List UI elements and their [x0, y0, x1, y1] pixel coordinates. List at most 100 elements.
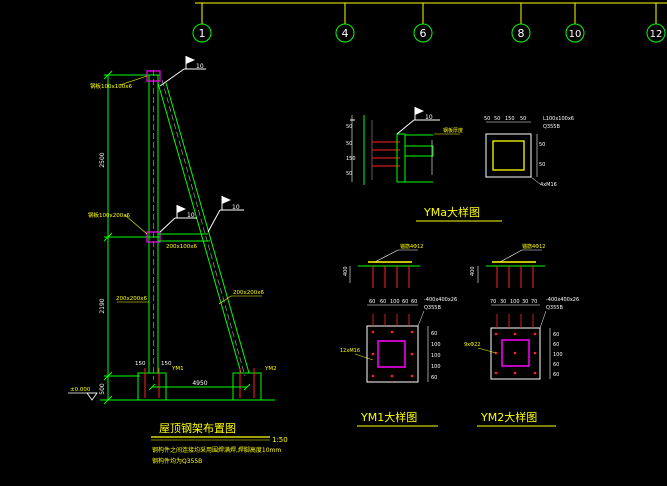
label-mid-plate: 钢板100x200x6 [88, 211, 131, 219]
label-column: 200x200x6 [116, 296, 148, 302]
elevation-note-2: 钢构件均为Q355B [152, 457, 202, 465]
ym2-top-dim-5: 70 [531, 299, 537, 305]
axis-label-4: 4 [342, 27, 349, 40]
ym2-side-dim-2: 60 [553, 342, 559, 348]
label-base-ym1: YM1 [171, 366, 184, 372]
ym1-plate-grade: Q355B [424, 305, 441, 311]
yma-plate-label: L100x100x6 [543, 116, 574, 122]
yma-detail: 10 50 50 150 50 钢板厚度 50 50 150 50 50 50 … [346, 107, 574, 222]
yma-plate-dim-4: 50 [520, 116, 526, 122]
ym2-top-dim-1: 70 [490, 299, 496, 305]
ym2-side-dim-4: 60 [553, 362, 559, 368]
weld-flag-brace: 10 [207, 196, 244, 233]
yma-plate-dim-2: 50 [494, 116, 500, 122]
axis-label-8: 8 [518, 27, 525, 40]
axis-label-1: 1 [199, 27, 206, 40]
yma-dim-1: 50 [346, 124, 352, 130]
ym1-elevation-view [349, 249, 420, 288]
elevation-scale: 1:50 [272, 436, 288, 444]
dim-2500: 2500 [99, 152, 106, 167]
ym2-side-dim-1: 60 [553, 332, 559, 338]
ym1-side-dim-5: 60 [431, 375, 437, 381]
label-base-dim-mid: 150 [161, 361, 172, 367]
ym2-side-dim-5: 60 [553, 372, 559, 378]
yma-note: 钢板厚度 [443, 127, 463, 134]
ym1-top-dim-5: 60 [411, 299, 417, 305]
span-dimension [148, 383, 251, 391]
elevation-dimension-line [103, 70, 160, 405]
label-brace: 200x100x6 [166, 244, 198, 250]
ym1-plate-plan [366, 304, 429, 383]
ym1-side-dim-2: 100 [431, 342, 441, 348]
ym2-height-dim: 400 [470, 266, 476, 276]
dim-span: 4950 [192, 380, 207, 387]
ym2-anchor-label: 锚筋4Φ12 [522, 243, 545, 250]
yma-plate-dim-3: 150 [505, 116, 515, 122]
weld-flag-top: 10 [159, 56, 206, 87]
yma-plate-side-1: 50 [539, 142, 545, 148]
ground-elevation-value: ±0.000 [70, 387, 91, 393]
weld-size-brace: 10 [232, 204, 240, 211]
yma-section-view [350, 115, 434, 185]
ym1-side-dim-4: 100 [431, 364, 441, 370]
yma-weld-flag: 10 [396, 107, 440, 135]
yma-plate-side-2: 50 [539, 162, 545, 168]
ym2-side-dim-3: 100 [553, 352, 563, 358]
label-diagonal: 200x200x6 [233, 290, 265, 296]
mid-connection-plate [146, 231, 161, 243]
yma-weld-size: 10 [425, 114, 433, 121]
axis-grid-header: 1 4 6 8 10 12 [192, 2, 667, 43]
ym1-side-dim-1: 60 [431, 331, 437, 337]
ym1-top-dim-3: 100 [390, 299, 400, 305]
dim-2190: 2190 [99, 298, 106, 313]
axis-label-6: 6 [420, 27, 427, 40]
weld-flag-mid: 10 [159, 205, 197, 233]
ym2-bolt-label: 9xΦ22 [464, 342, 480, 348]
yma-plate-grade: Q355B [543, 124, 560, 130]
label-base-dim-left: 150 [135, 361, 146, 367]
ym1-top-dim-4: 60 [402, 299, 408, 305]
axis-bubble-4: 4 [335, 3, 355, 43]
ym1-top-dim-1: 60 [369, 299, 375, 305]
ym1-detail: 锚筋4Φ12 400 60 60 100 60 60 -400x400x26 Q… [340, 243, 457, 427]
axis-bubble-10: 10 [565, 3, 585, 43]
dim-500: 500 [99, 383, 106, 395]
ym1-side-dim-3: 100 [431, 353, 441, 359]
label-top-plate: 钢板100x100x6 [90, 82, 133, 90]
frame-elevation: 2500 2190 500 [68, 56, 288, 465]
ym1-plate-label: -400x400x26 [424, 297, 457, 303]
ym1-title: YM1大样图 [360, 410, 417, 424]
ym2-elevation-view [477, 249, 545, 288]
ym2-plate-plan [490, 304, 551, 380]
label-base-ym2: YM2 [264, 366, 277, 372]
weld-size-mid: 10 [187, 212, 195, 219]
ym2-title: YM2大样图 [480, 410, 537, 424]
ground-elevation-tag: ±0.000 [68, 387, 98, 401]
diagonal-strut [157, 79, 250, 377]
axis-bubble-12: 12 [646, 3, 666, 43]
ym2-top-dim-3: 100 [510, 299, 520, 305]
axis-label-10: 10 [569, 29, 582, 40]
ym2-plate-label: -400x400x26 [546, 297, 579, 303]
elevation-title: 屋顶钢架布置图 [159, 422, 236, 435]
yma-title: YMa大样图 [423, 205, 480, 219]
ym2-plate-grade: Q355B [546, 305, 563, 311]
yma-dim-4: 50 [346, 171, 352, 177]
yma-plate-dim-1: 50 [484, 116, 490, 122]
steel-column [148, 70, 159, 380]
elevation-note-1: 钢构件之间连接均采用围焊满焊,焊脚高度10mm [152, 446, 281, 454]
axis-label-12: 12 [650, 29, 663, 40]
yma-bolt-label: 4xM16 [540, 182, 557, 188]
ym1-bolt-label: 12xM16 [340, 348, 360, 354]
axis-bubble-1: 1 [192, 3, 212, 43]
base-pedestal-right [232, 368, 262, 401]
yma-dim-2: 50 [346, 141, 352, 147]
base-pedestal-left [137, 368, 167, 401]
yma-plate-plan [485, 121, 538, 178]
ym1-height-dim: 400 [343, 266, 349, 276]
axis-bubble-6: 6 [413, 3, 433, 43]
ym1-anchor-label: 锚筋4Φ12 [400, 243, 423, 250]
ym2-detail: 锚筋4Φ12 400 70 30 100 30 70 -400x400x26 [464, 243, 579, 427]
ym2-top-dim-4: 30 [522, 299, 528, 305]
